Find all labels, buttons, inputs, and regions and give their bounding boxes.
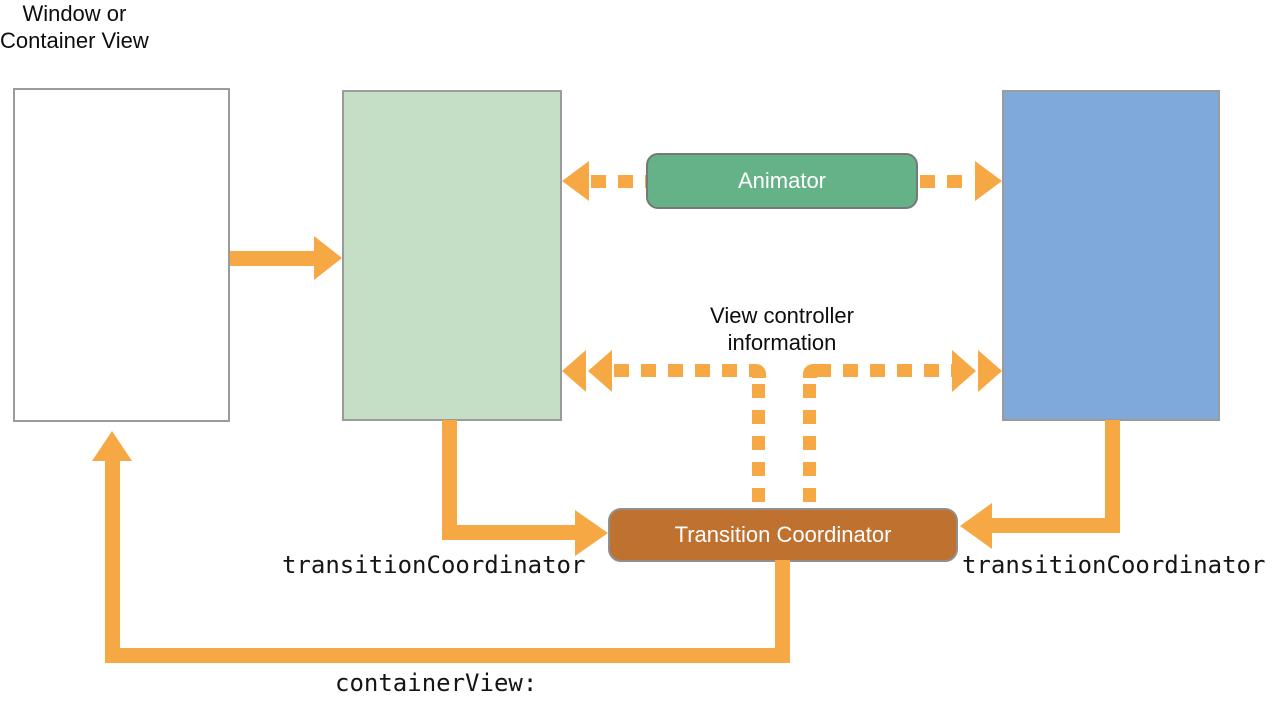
dashed-segment (803, 384, 816, 506)
arrow-segment (775, 560, 790, 663)
arrow-segment (1105, 420, 1120, 533)
arrowhead-left-icon (562, 350, 586, 392)
dashed-corner (803, 364, 817, 378)
arrowhead-left-icon (588, 350, 612, 392)
dashed-segment (591, 175, 646, 188)
view-controller-info-line1: View controller (710, 303, 854, 328)
view-controller-info-label: View controller information (632, 302, 932, 356)
arrow-segment (442, 420, 457, 540)
from-view-box (342, 90, 562, 421)
window-container-view-box (13, 88, 230, 422)
dashed-corner (752, 364, 766, 378)
arrowhead-right-icon (575, 510, 608, 556)
transition-coordinator-node: Transition Coordinator (608, 508, 958, 562)
arrowhead-up-icon (92, 431, 132, 461)
to-view-box (1002, 90, 1220, 421)
container-view-label: containerView: (335, 669, 538, 697)
arrow-segment (990, 518, 1120, 533)
arrowhead-left-icon (960, 503, 992, 549)
arrow-segment (442, 525, 575, 540)
transition-coordinator-label-left: transitionCoordinator (282, 551, 586, 579)
arrow-segment (230, 251, 315, 266)
dashed-segment (920, 175, 974, 188)
animator-node: Animator (646, 153, 918, 209)
arrowhead-left-icon (562, 161, 589, 201)
transition-coordinator-label: Transition Coordinator (674, 522, 892, 547)
arrow-segment (105, 458, 120, 663)
transition-coordinator-label-right: transitionCoordinator (962, 551, 1266, 579)
dashed-segment (614, 364, 752, 377)
arrowhead-right-icon (952, 350, 976, 392)
dashed-segment (816, 364, 952, 377)
dashed-segment (752, 384, 765, 506)
arrow-segment (105, 648, 790, 663)
animator-label: Animator (737, 168, 827, 193)
window-container-label-line1: Window or (22, 1, 127, 26)
arrowhead-right-icon (975, 161, 1002, 201)
view-controller-info-line2: information (727, 330, 837, 355)
window-container-label: Window or Container View (0, 0, 149, 54)
window-container-label-line2: Container View (0, 28, 149, 53)
arrowhead-right-icon (978, 350, 1002, 392)
arrowhead-right-icon (314, 236, 342, 280)
